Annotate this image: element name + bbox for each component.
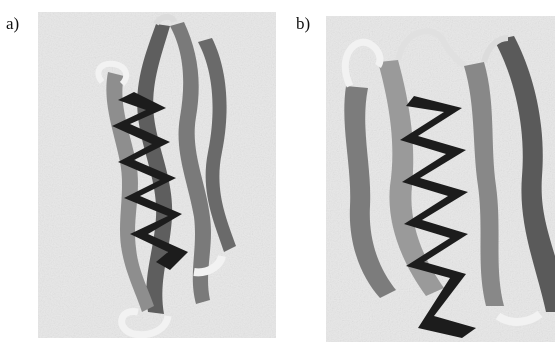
panel-a-label: a) xyxy=(6,14,19,34)
panel-a-image xyxy=(38,12,276,338)
panel-b-label: b) xyxy=(296,14,310,34)
panel-b-image xyxy=(326,16,555,342)
panel-a-protein-ribbon xyxy=(38,12,276,338)
panel-b-protein-ribbon xyxy=(326,16,555,342)
